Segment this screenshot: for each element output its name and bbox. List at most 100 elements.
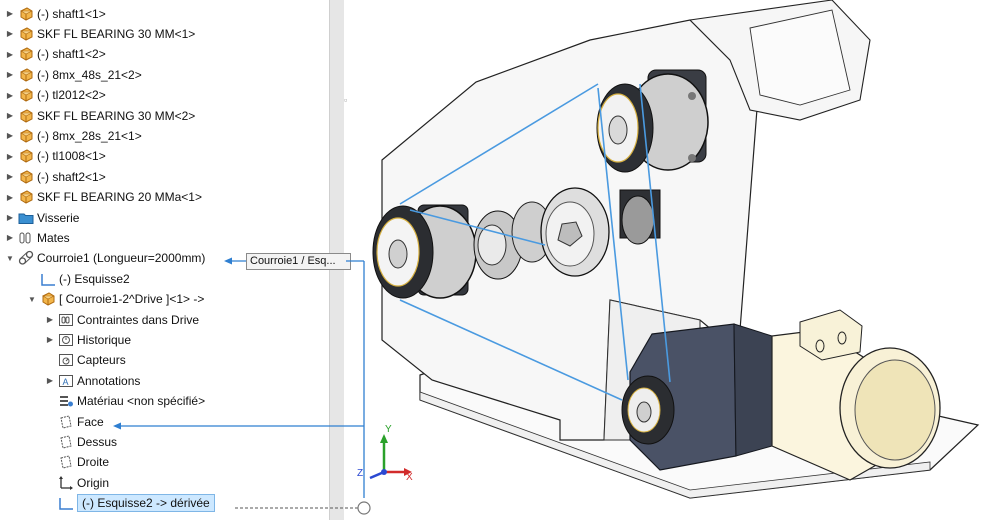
expand-arrow-icon[interactable]: ▶ xyxy=(6,233,14,243)
tree-item-label: (-) tl2012<2> xyxy=(37,88,106,103)
part-icon xyxy=(18,108,34,124)
expand-arrow-icon[interactable]: ▶ xyxy=(6,70,14,80)
tree-item-label: SKF FL BEARING 30 MM<1> xyxy=(37,26,196,41)
tree-item-label: Historique xyxy=(77,332,132,347)
expand-arrow-icon[interactable]: ▶ xyxy=(46,335,54,345)
tree-item[interactable]: ▶ A Annotations xyxy=(44,371,140,390)
belt-icon xyxy=(18,250,34,266)
tree-item[interactable]: ▶(-) shaft1<2> xyxy=(4,45,106,64)
motor xyxy=(771,309,941,481)
tree-item[interactable]: ▶ SKF FL BEARING 30 MM<2> xyxy=(4,106,195,125)
callout-tooltip: Courroie1 / Esq... xyxy=(246,253,351,270)
coordinate-triad: Y X Z xyxy=(357,424,413,483)
belt-path xyxy=(399,83,671,401)
part-icon xyxy=(18,6,34,22)
sketch-icon xyxy=(40,271,56,287)
tree-item[interactable]: (-) Esquisse2 xyxy=(26,269,130,288)
expand-arrow-icon[interactable]: ▶ xyxy=(6,131,14,141)
expand-arrow-icon[interactable]: ▶ xyxy=(6,192,14,202)
tree-item-label: (-) 8mx_48s_21<2> xyxy=(37,67,142,82)
material-icon xyxy=(58,393,74,409)
triad-z-label: Z xyxy=(357,468,363,479)
tree-item[interactable]: ▶ (-) shaft2<1> xyxy=(4,167,106,186)
part-icon xyxy=(18,67,34,83)
tree-item[interactable]: ▶ (-) tl1008<1> xyxy=(4,147,106,166)
tree-item[interactable]: Capteurs xyxy=(44,351,126,370)
expand-arrow-icon[interactable]: ▶ xyxy=(46,315,54,324)
svg-text:A: A xyxy=(63,377,69,387)
triad-y-label: Y xyxy=(385,424,392,435)
part-icon xyxy=(18,148,34,164)
expand-arrow-icon[interactable]: ▶ xyxy=(6,9,14,18)
collapse-arrow-icon[interactable]: ▼ xyxy=(28,294,36,304)
tree-item-label: (-) tl1008<1> xyxy=(37,149,106,164)
part-icon xyxy=(18,46,34,62)
tree-item[interactable]: ▶ Contraintes dans Drive xyxy=(44,310,199,329)
tree-item-label: Droite xyxy=(77,455,110,470)
origin-icon xyxy=(58,475,74,491)
tree-item-label: Face xyxy=(77,414,104,429)
expand-arrow-icon[interactable]: ▶ xyxy=(6,151,14,161)
expand-arrow-icon[interactable]: ▶ xyxy=(6,90,14,100)
tree-item-label: (-) Esquisse2 xyxy=(59,271,130,286)
part-icon xyxy=(18,87,34,103)
graphics-viewport[interactable]: Y X Z xyxy=(356,0,986,520)
tree-item-label: Visserie xyxy=(37,210,80,225)
tree-item-label: (-) Esquisse2 -> dérivée xyxy=(77,494,215,513)
mates-icon xyxy=(18,230,34,246)
tree-item[interactable]: (-) Esquisse2 -> dérivée xyxy=(44,494,215,513)
expand-arrow-icon[interactable]: ▶ xyxy=(6,172,14,182)
middle-pulleys xyxy=(473,187,661,280)
tree-item[interactable]: ▶ SKF FL BEARING 30 MM<1> xyxy=(4,24,195,43)
triad-x-label: X xyxy=(406,472,413,483)
tree-item[interactable]: ▼ Courroie1 (Longueur=2000mm) xyxy=(4,249,205,268)
gearbox xyxy=(621,323,773,471)
left-pulley xyxy=(372,204,477,299)
splitter-grip[interactable]: ▫ xyxy=(344,95,348,105)
tree-item-label: [ Courroie1-2^Drive ]<1> -> xyxy=(59,292,205,307)
tree-item-label: Matériau <non spécifié> xyxy=(77,394,206,409)
part-icon xyxy=(40,291,56,307)
collapse-arrow-icon[interactable]: ▼ xyxy=(6,253,14,263)
expand-arrow-icon[interactable]: ▶ xyxy=(46,376,54,386)
tree-item-label: SKF FL BEARING 30 MM<2> xyxy=(37,108,196,123)
tree-item[interactable]: ▶ (-) 8mx_28s_21<1> xyxy=(4,126,142,145)
mates-folder-icon xyxy=(58,312,74,328)
part-icon xyxy=(18,169,34,185)
sensor-icon xyxy=(58,352,74,368)
tree-item[interactable]: Face xyxy=(44,412,104,431)
tree-item-label: Contraintes dans Drive xyxy=(77,312,200,327)
tree-item[interactable]: Matériau <non spécifié> xyxy=(44,392,205,411)
tree-item[interactable]: Origin xyxy=(44,473,109,492)
tree-item[interactable]: ▶ (-) shaft1<1> xyxy=(4,4,106,23)
plane-icon xyxy=(58,434,74,450)
part-icon xyxy=(18,189,34,205)
tree-item-label: (-) shaft1<1> xyxy=(37,6,106,21)
tree-item-label: SKF FL BEARING 20 MMa<1> xyxy=(37,190,202,205)
expand-arrow-icon[interactable]: ▶ xyxy=(6,213,14,222)
annotation-icon: A xyxy=(58,373,74,389)
expand-arrow-icon[interactable]: ▶ xyxy=(6,49,14,59)
tree-item-label: (-) shaft2<1> xyxy=(37,169,106,184)
part-icon xyxy=(18,26,34,42)
tree-item[interactable]: ▶ Visserie xyxy=(4,208,80,227)
expand-arrow-icon[interactable]: ▶ xyxy=(6,111,14,120)
tree-item[interactable]: ▶ SKF FL BEARING 20 MMa<1> xyxy=(4,188,202,207)
tree-item[interactable]: ▶ Mates xyxy=(4,228,70,247)
tree-item-label: (-) 8mx_28s_21<1> xyxy=(37,128,142,143)
tree-item-label: Mates xyxy=(37,230,70,245)
tree-item[interactable]: ▼ [ Courroie1-2^Drive ]<1> -> xyxy=(26,290,204,309)
tree-item[interactable]: ▶ (-) tl2012<2> xyxy=(4,86,106,105)
tree-item[interactable]: ▶ Historique xyxy=(44,330,131,349)
tree-item-label: Courroie1 (Longueur=2000mm) xyxy=(37,251,206,266)
tree-item-label: Origin xyxy=(77,475,110,490)
expand-arrow-icon[interactable]: ▶ xyxy=(6,29,14,39)
tree-item-label: Dessus xyxy=(77,434,118,449)
tree-item[interactable]: Droite xyxy=(44,453,109,472)
tree-item-label: Capteurs xyxy=(77,353,126,368)
assembly-model xyxy=(372,0,980,499)
tree-item[interactable]: Dessus xyxy=(44,432,117,451)
tree-item-label: Annotations xyxy=(77,373,141,388)
part-icon xyxy=(18,128,34,144)
tree-item[interactable]: ▶ (-) 8mx_48s_21<2> xyxy=(4,65,142,84)
